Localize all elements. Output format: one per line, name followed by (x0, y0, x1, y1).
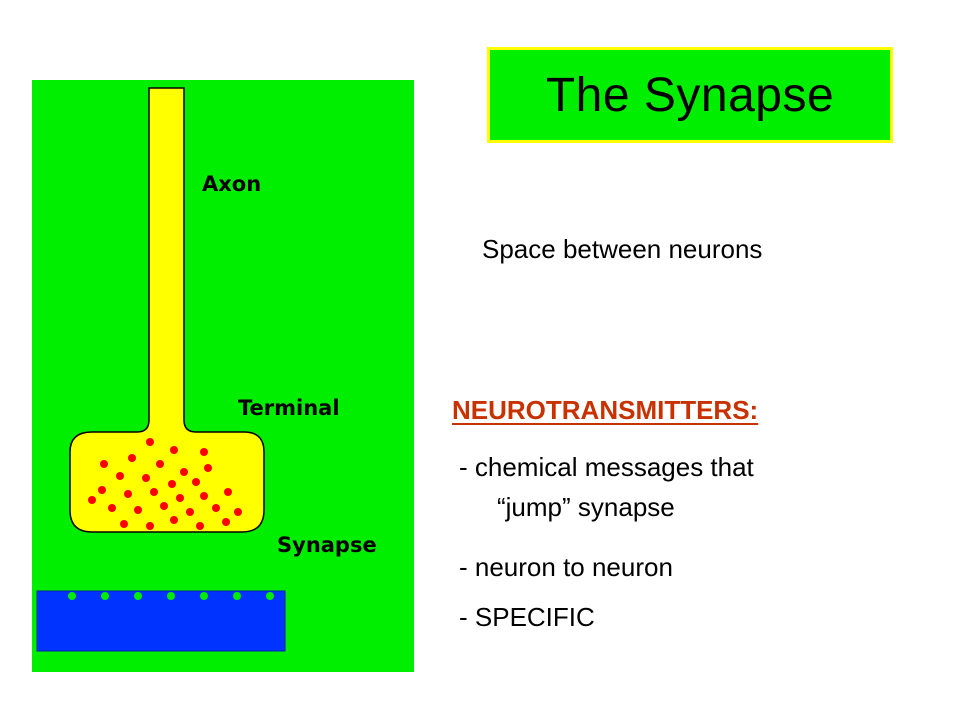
neurotransmitter-dot (116, 472, 124, 480)
terminal-label: Terminal (238, 396, 340, 420)
bullet-line: - chemical messages that (459, 452, 754, 482)
neurotransmitter-dot (156, 460, 164, 468)
neurotransmitter-dot (196, 522, 204, 530)
synapse-label: Synapse (277, 533, 377, 557)
bullet-specific: - SPECIFIC (459, 602, 595, 632)
neurotransmitter-dot (160, 502, 168, 510)
neurotransmitter-dot (200, 448, 208, 456)
bullet-neuron-to-neuron: - neuron to neuron (459, 552, 673, 582)
neurotransmitter-dot (170, 516, 178, 524)
neurotransmitter-dot (186, 508, 194, 516)
neurotransmitter-dot (200, 492, 208, 500)
axon-terminal-shape (69, 87, 265, 533)
neurotransmitter-dot (212, 504, 220, 512)
neurotransmitter-dot (142, 474, 150, 482)
neurotransmitter-dot (108, 504, 116, 512)
receptor-dot (233, 592, 241, 600)
neurotransmitter-dot (124, 490, 132, 498)
neurotransmitter-group (88, 438, 242, 530)
receptor-dot (167, 592, 175, 600)
neurotransmitter-dot (100, 460, 108, 468)
receptor-group (68, 592, 274, 600)
neurotransmitter-dot (222, 518, 230, 526)
neurotransmitters-heading: NEUROTRANSMITTERS: (452, 395, 759, 425)
neurotransmitter-dot (134, 506, 142, 514)
bullet-chemical-messages: - chemical messages that “jump” synapse (459, 447, 754, 527)
receptor-dot (134, 592, 142, 600)
neurotransmitter-dot (128, 454, 136, 462)
synapse-diagram: Axon Terminal Synapse (32, 80, 414, 672)
neurotransmitter-dot (168, 480, 176, 488)
slide-title: The Synapse (545, 68, 835, 122)
slide-subtitle: Space between neurons (482, 234, 763, 264)
neurotransmitter-dot (204, 464, 212, 472)
receptor-dot (101, 592, 109, 600)
neurotransmitter-dot (120, 520, 128, 528)
neurotransmitter-dot (180, 468, 188, 476)
neurotransmitter-dot (224, 488, 232, 496)
diagram-background (32, 80, 414, 672)
neurotransmitter-dot (234, 508, 242, 516)
neurotransmitter-dot (150, 488, 158, 496)
neurotransmitter-dot (88, 496, 96, 504)
receiving-neuron (36, 590, 286, 652)
neurotransmitter-dot (176, 494, 184, 502)
neurotransmitter-dot (146, 522, 154, 530)
neurotransmitter-dot (170, 446, 178, 454)
axon-label: Axon (202, 172, 261, 196)
neurotransmitter-dot (192, 478, 200, 486)
neurotransmitter-dot (98, 486, 106, 494)
neurotransmitter-dot (146, 438, 154, 446)
receptor-dot (200, 592, 208, 600)
title-box: The Synapse (487, 47, 893, 143)
receptor-dot (68, 592, 76, 600)
receptor-dot (266, 592, 274, 600)
bullet-continuation: “jump” synapse (497, 492, 675, 522)
